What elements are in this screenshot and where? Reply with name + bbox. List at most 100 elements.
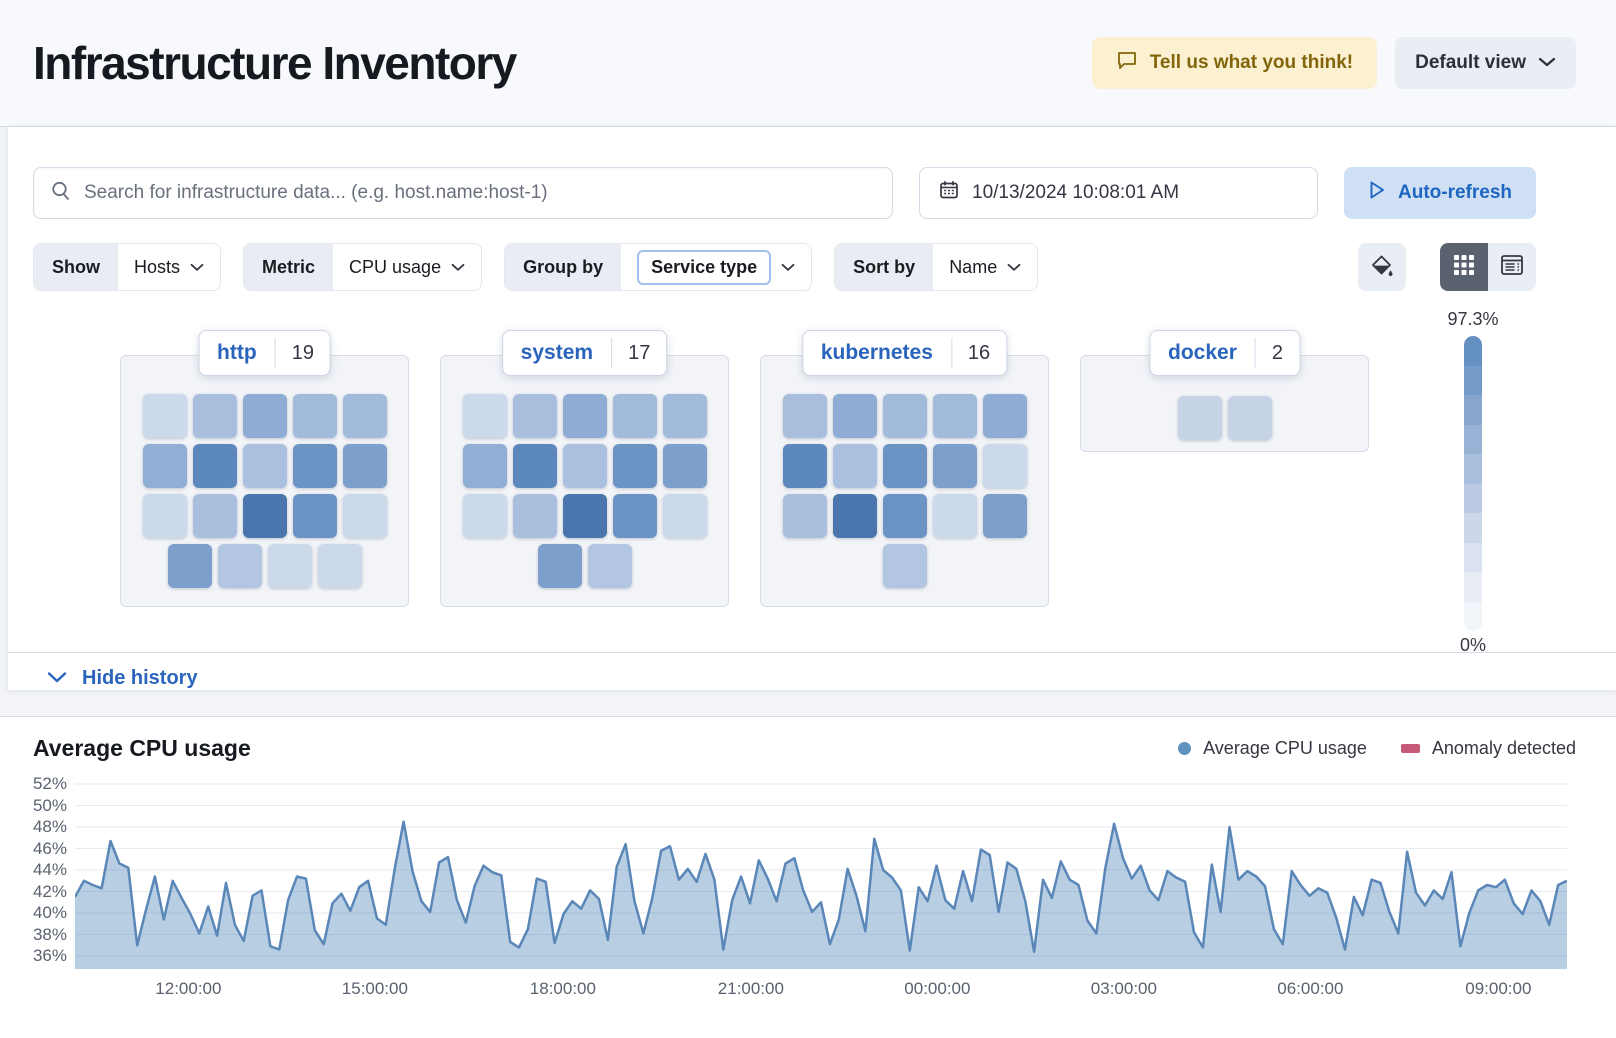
host-tile[interactable] (537, 544, 582, 588)
auto-refresh-button[interactable]: Auto-refresh (1344, 167, 1537, 219)
host-tile[interactable] (512, 494, 557, 538)
host-tile[interactable] (562, 394, 607, 438)
chart-legend: Average CPU usage Anomaly detected (1178, 738, 1576, 759)
host-tile[interactable] (662, 444, 707, 488)
host-tile[interactable] (832, 394, 877, 438)
host-tile[interactable] (932, 494, 977, 538)
host-tile[interactable] (932, 444, 977, 488)
group-name-link[interactable]: kubernetes (820, 341, 933, 364)
tile-row (121, 444, 408, 488)
show-select[interactable]: Hosts (118, 244, 220, 290)
host-tile[interactable] (317, 544, 362, 588)
group-name-link[interactable]: http (217, 341, 257, 364)
host-tile[interactable] (782, 444, 827, 488)
host-tile[interactable] (882, 394, 927, 438)
host-tile[interactable] (142, 494, 187, 538)
host-tile[interactable] (292, 494, 337, 538)
host-tile[interactable] (782, 394, 827, 438)
host-tile[interactable] (1177, 396, 1222, 440)
legend-step (1464, 365, 1482, 395)
host-tile[interactable] (512, 394, 557, 438)
host-tile[interactable] (662, 394, 707, 438)
tile-row (1081, 396, 1368, 440)
x-tick-label: 06:00:00 (1277, 979, 1344, 998)
legend-item[interactable]: Average CPU usage (1178, 738, 1367, 759)
host-tile[interactable] (612, 494, 657, 538)
sort-by-control: Sort by Name (834, 243, 1039, 291)
map-view-button[interactable] (1440, 243, 1488, 291)
y-tick-label: 42% (32, 881, 67, 901)
host-tile[interactable] (167, 544, 212, 588)
color-palette-button[interactable] (1358, 243, 1406, 291)
host-tile[interactable] (342, 394, 387, 438)
host-tile[interactable] (142, 394, 187, 438)
sort-by-select[interactable]: Name (933, 244, 1037, 290)
pill-divider (950, 338, 952, 368)
hide-history-toggle[interactable]: Hide history (33, 653, 1616, 690)
host-tile[interactable] (982, 494, 1027, 538)
y-tick-label: 46% (32, 838, 67, 858)
host-tile[interactable] (242, 494, 287, 538)
host-tile[interactable] (192, 494, 237, 538)
group-name-link[interactable]: docker (1168, 341, 1237, 364)
host-tile[interactable] (342, 444, 387, 488)
host-tile[interactable] (192, 444, 237, 488)
host-tile[interactable] (932, 394, 977, 438)
feedback-button[interactable]: Tell us what you think! (1091, 37, 1378, 89)
date-value: 10/13/2024 10:08:01 AM (972, 182, 1180, 203)
view-dropdown-button[interactable]: Default view (1395, 37, 1576, 89)
legend-step (1464, 454, 1482, 484)
group-count: 19 (291, 341, 314, 364)
host-tile[interactable] (462, 444, 507, 488)
legend-item[interactable]: Anomaly detected (1400, 738, 1576, 759)
host-tile[interactable] (142, 444, 187, 488)
host-tile[interactable] (882, 494, 927, 538)
host-tile[interactable] (982, 444, 1027, 488)
y-tick-label: 52% (32, 774, 67, 793)
grid-icon (1452, 253, 1476, 282)
host-tile[interactable] (882, 544, 927, 588)
legend-max-label: 97.3% (1447, 309, 1499, 329)
host-tile[interactable] (462, 494, 507, 538)
host-tile[interactable] (562, 494, 607, 538)
x-tick-label: 15:00:00 (341, 979, 408, 998)
host-tile[interactable] (882, 444, 927, 488)
host-tile[interactable] (267, 544, 312, 588)
host-tile[interactable] (512, 444, 557, 488)
legend-step (1464, 483, 1482, 513)
host-tile[interactable] (832, 494, 877, 538)
host-tile[interactable] (217, 544, 262, 588)
legend-step (1464, 424, 1482, 454)
host-tile[interactable] (982, 394, 1027, 438)
date-picker[interactable]: 10/13/2024 10:08:01 AM (919, 167, 1318, 219)
section-divider (8, 652, 1616, 653)
host-tile[interactable] (292, 444, 337, 488)
search-input[interactable] (84, 182, 876, 204)
metric-select[interactable]: CPU usage (333, 244, 481, 290)
host-tile[interactable] (342, 494, 387, 538)
host-tile[interactable] (192, 394, 237, 438)
group-by-chip[interactable]: Service type (637, 249, 772, 285)
host-tile[interactable] (832, 444, 877, 488)
tile-row (441, 544, 728, 588)
host-tile[interactable] (562, 444, 607, 488)
host-tile[interactable] (462, 394, 507, 438)
legend-step (1464, 395, 1482, 425)
host-tile[interactable] (1227, 396, 1272, 440)
group-by-select[interactable]: Service type (621, 244, 811, 290)
host-tile[interactable] (292, 394, 337, 438)
host-tile[interactable] (612, 394, 657, 438)
host-tile[interactable] (612, 444, 657, 488)
host-tile[interactable] (662, 494, 707, 538)
table-view-button[interactable] (1488, 243, 1536, 291)
host-tile[interactable] (587, 544, 632, 588)
host-tile[interactable] (242, 394, 287, 438)
chevron-down-icon (1538, 52, 1556, 74)
host-tile[interactable] (242, 444, 287, 488)
legend-gradient-bar (1464, 336, 1482, 631)
group-name-link[interactable]: system (520, 341, 594, 364)
host-tile[interactable] (782, 494, 827, 538)
